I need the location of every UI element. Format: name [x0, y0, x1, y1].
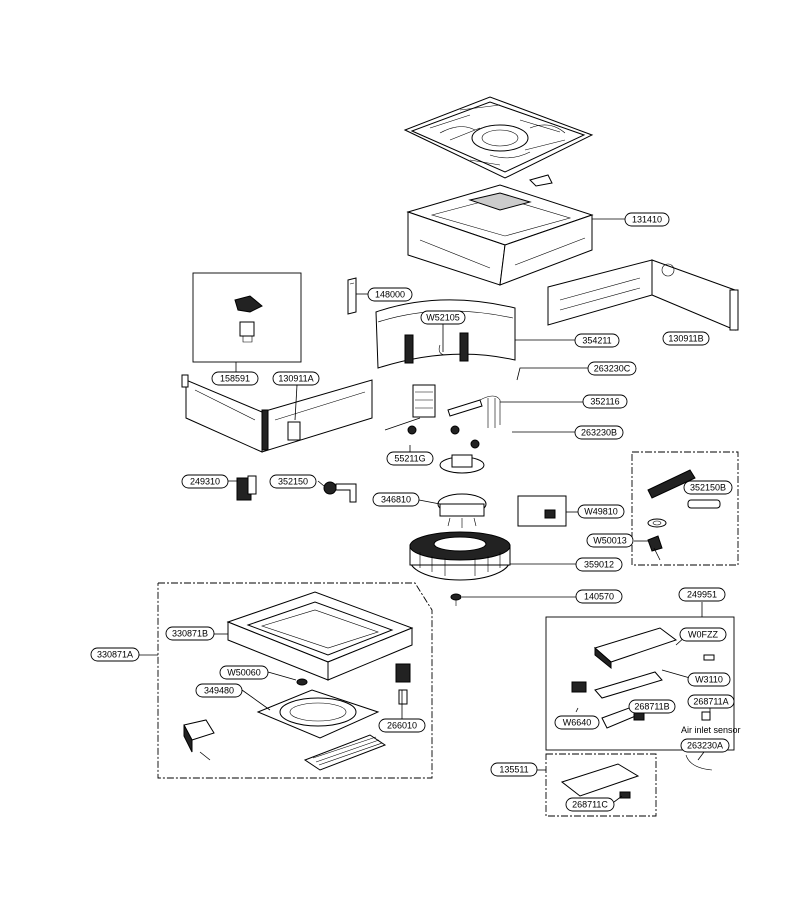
pipe-352150 [323, 481, 357, 503]
label-268711B[interactable]: 268711B [628, 699, 676, 714]
label-130911B[interactable]: 130911B [662, 331, 710, 346]
label-W50013[interactable]: W50013 [586, 533, 634, 548]
svg-text:268711C: 268711C [572, 800, 608, 810]
label-352150B[interactable]: 352150B [683, 480, 733, 495]
svg-text:330871A: 330871A [97, 650, 133, 660]
svg-text:263230B: 263230B [581, 428, 617, 438]
filter-grille [303, 734, 387, 771]
svg-text:266010: 266010 [387, 721, 417, 731]
refrigerant-piping [384, 384, 501, 431]
svg-text:263230C: 263230C [594, 364, 631, 374]
fan-motor [437, 493, 487, 528]
label-349480[interactable]: 349480 [195, 683, 243, 698]
svg-text:359012: 359012 [584, 560, 614, 570]
label-330871B[interactable]: 330871B [165, 626, 215, 641]
turbo-fan [409, 531, 511, 581]
svg-text:W6640: W6640 [563, 718, 592, 728]
label-263230B[interactable]: 263230B [574, 425, 624, 440]
drain-pan [406, 184, 594, 286]
svg-text:249951: 249951 [687, 590, 717, 600]
control-cover [183, 719, 215, 761]
svg-text:354211: 354211 [582, 336, 611, 346]
label-359012[interactable]: 359012 [575, 557, 623, 572]
label-131410[interactable]: 131410 [624, 212, 670, 227]
label-55211G[interactable]: 55211G [386, 451, 434, 466]
svg-text:131410: 131410 [632, 215, 662, 225]
group-box-330871A [157, 582, 433, 779]
motor-mount [439, 454, 485, 474]
group-box-158591 [192, 272, 302, 363]
group-box-hose [631, 451, 739, 566]
svg-text:W50013: W50013 [593, 536, 627, 546]
part-W50060 [296, 678, 308, 686]
svg-text:158591: 158591 [220, 374, 250, 384]
side-panel-left [181, 374, 373, 453]
label-352116[interactable]: 352116 [582, 394, 628, 409]
svg-text:140570: 140570 [584, 592, 614, 602]
svg-text:W50060: W50060 [227, 668, 261, 678]
svg-text:352150: 352150 [278, 477, 308, 487]
group-box-249951 [545, 616, 735, 751]
part-249310 [236, 475, 257, 501]
svg-text:349480: 349480 [204, 686, 234, 696]
fan-nut [450, 593, 462, 606]
label-266010[interactable]: 266010 [378, 718, 426, 733]
label-W6640[interactable]: W6640 [554, 715, 600, 730]
part-266010 [395, 663, 411, 705]
svg-text:55211G: 55211G [394, 454, 425, 464]
cover-135511 [560, 763, 640, 799]
bracket-148000 [347, 277, 357, 315]
label-W50060[interactable]: W50060 [219, 665, 269, 680]
label-268711C[interactable]: 268711C [565, 797, 615, 812]
label-W52105[interactable]: W52105 [420, 310, 466, 325]
svg-text:148000: 148000 [375, 290, 405, 300]
drain-hose-parts [647, 469, 721, 561]
svg-text:346810: 346810 [381, 495, 411, 505]
label-158591[interactable]: 158591 [211, 371, 259, 386]
bell-mouth [256, 689, 380, 739]
svg-text:W49810: W49810 [584, 507, 618, 517]
svg-text:130911A: 130911A [278, 374, 313, 384]
label-263230A[interactable]: 263230A [680, 738, 730, 753]
heat-exchanger [375, 299, 516, 369]
label-W0FZZ[interactable]: W0FZZ [679, 627, 727, 642]
control-parts-158591 [234, 295, 263, 343]
label-135511[interactable]: 135511 [490, 762, 538, 777]
svg-text:W0FZZ: W0FZZ [688, 630, 718, 640]
svg-text:268711A: 268711A [693, 697, 728, 707]
label-330871A[interactable]: 330871A [90, 647, 140, 662]
svg-text:249310: 249310 [190, 477, 220, 487]
svg-text:352116: 352116 [590, 397, 619, 407]
svg-text:263230A: 263230A [687, 741, 723, 751]
label-249310[interactable]: 249310 [181, 474, 229, 489]
air-inlet-sensor-label: Air inlet sensor [681, 725, 741, 735]
label-346810[interactable]: 346810 [372, 492, 420, 507]
svg-text:330871B: 330871B [172, 629, 208, 639]
label-130911A[interactable]: 130911A [272, 371, 320, 386]
fasteners [407, 425, 480, 449]
label-W49810[interactable]: W49810 [577, 504, 625, 519]
grille-panel [403, 96, 594, 187]
front-frame [226, 591, 414, 681]
label-140570[interactable]: 140570 [575, 589, 623, 604]
svg-text:135511: 135511 [499, 765, 528, 775]
label-263230C[interactable]: 263230C [587, 361, 637, 376]
label-352150[interactable]: 352150 [269, 474, 317, 489]
label-W3110[interactable]: W3110 [687, 672, 731, 687]
svg-text:268711B: 268711B [634, 702, 669, 712]
group-box-135511 [545, 753, 657, 817]
svg-text:W52105: W52105 [426, 313, 460, 323]
svg-text:130911B: 130911B [668, 334, 703, 344]
label-354211[interactable]: 354211 [574, 333, 620, 348]
svg-text:352150B: 352150B [690, 483, 726, 493]
side-panel-right [547, 259, 739, 331]
part-labels: 131410 148000 W52105 354211 130911B 1585… [90, 212, 741, 812]
label-249951[interactable]: 249951 [678, 587, 726, 602]
label-148000[interactable]: 148000 [367, 287, 413, 302]
svg-text:W3110: W3110 [695, 675, 723, 685]
part-W49810 [517, 495, 567, 527]
leader-lines [137, 218, 711, 803]
label-268711A[interactable]: 268711A [687, 694, 735, 709]
